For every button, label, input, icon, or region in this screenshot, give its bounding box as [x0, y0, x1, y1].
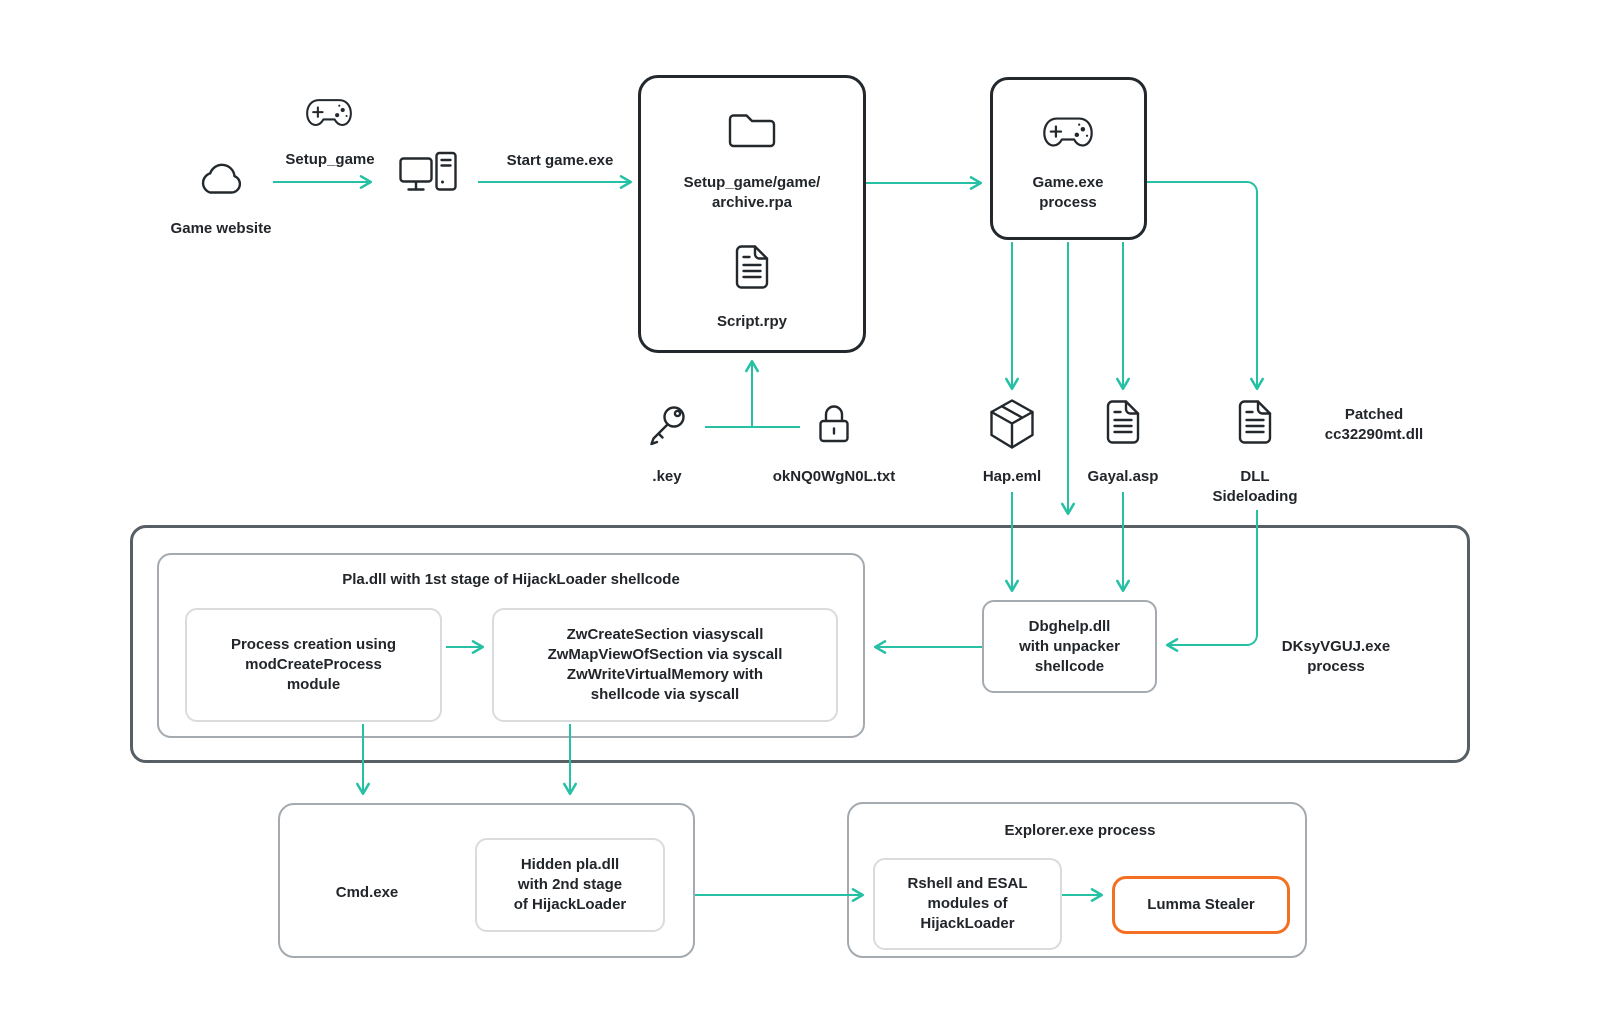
dbghelp-box: Dbghelp.dll with unpacker shellcode — [982, 600, 1157, 693]
process-creation-box: Process creation using modCreateProcess … — [185, 608, 442, 722]
gayal-asp-label: Gayal.asp — [1087, 468, 1159, 485]
lumma-stealer-box: Lumma Stealer — [1112, 876, 1290, 934]
key-icon — [645, 401, 689, 449]
key-label: .key — [652, 468, 682, 485]
edge-gameexe-to-dll-sideloading — [1147, 181, 1264, 391]
rshell-esal-box: Rshell and ESAL modules of HijackLoader — [873, 858, 1062, 950]
cmd-exe-label: Cmd.exe — [335, 884, 399, 901]
explorer-process-title: Explorer.exe process — [1004, 822, 1156, 839]
game-exe-process-box — [990, 77, 1147, 240]
hidden-pla-stage2-box: Hidden pla.dll with 2nd stage of HijackL… — [475, 838, 665, 932]
gamepad-icon — [303, 95, 355, 131]
hap-eml-label: Hap.eml — [982, 468, 1042, 485]
computer-icon — [399, 151, 457, 205]
pla-dll-stage1-title: Pla.dll with 1st stage of HijackLoader s… — [342, 571, 680, 588]
gamepad-icon — [1040, 113, 1096, 152]
syscall-injection-box: ZwCreateSection viasyscall ZwMapViewOfSe… — [492, 608, 838, 722]
folder-icon — [728, 111, 776, 149]
setup-game-arrow-label: Setup_game — [285, 151, 375, 168]
script-rpy-label: Script.rpy — [716, 313, 788, 330]
script-document-icon — [733, 243, 771, 291]
dll-sideloading-label: DLL Sideloading — [1212, 468, 1298, 505]
patched-dll-note: Patched cc32290mt.dll — [1324, 406, 1424, 443]
lock-icon — [815, 402, 853, 448]
game-website-label: Game website — [170, 220, 272, 237]
archive-path-label: Setup_game/game/ archive.rpa — [683, 174, 821, 211]
game-exe-process-label: Game.exe process — [1032, 174, 1104, 211]
dll-document-icon — [1236, 398, 1274, 446]
lock-file-label: okNQ0WgN0L.txt — [772, 468, 896, 485]
gayal-document-icon — [1104, 398, 1142, 446]
dksyvguj-process-label: DKsyVGUJ.exe process — [1281, 638, 1391, 675]
cloud-icon — [193, 160, 249, 200]
start-game-arrow-label: Start game.exe — [506, 152, 614, 169]
package-icon — [987, 398, 1037, 451]
